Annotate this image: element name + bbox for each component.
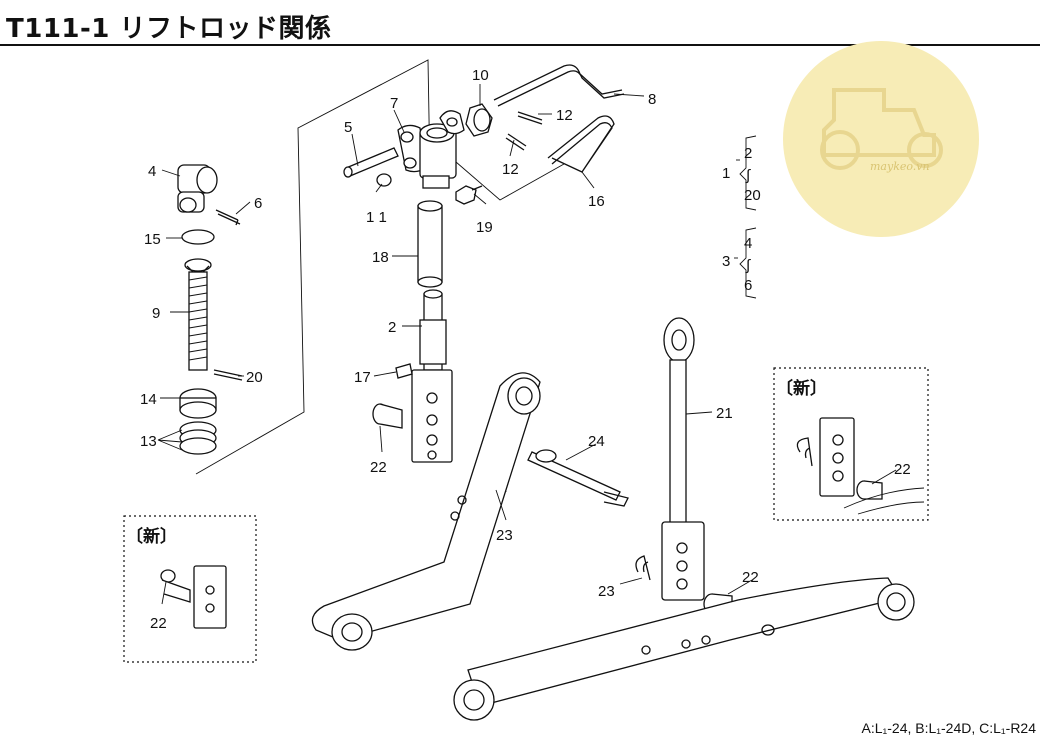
part-11-washer xyxy=(376,173,392,187)
part-5-shaft xyxy=(343,147,399,178)
part-23-clip-right xyxy=(635,555,651,581)
group-1-label: 1 xyxy=(722,165,730,182)
part-22-pin-upper xyxy=(372,403,403,429)
part-19-bolt xyxy=(455,185,483,205)
leader-lines xyxy=(157,84,897,605)
callout-12b: 12 xyxy=(502,161,519,178)
callout-6: 6 xyxy=(254,195,262,212)
part-17-nipple xyxy=(395,363,413,379)
part-12-pin-b xyxy=(505,133,527,151)
watermark-logo: maykeo.vn xyxy=(783,41,979,237)
part-24-stabilizer xyxy=(527,449,629,507)
lower-link-left xyxy=(311,372,541,651)
inset-left-parts xyxy=(160,565,227,629)
callout-4: 4 xyxy=(148,163,156,180)
callout-22c: 22 xyxy=(150,615,167,632)
callout-19: 19 xyxy=(476,219,493,236)
part-2-rod xyxy=(411,289,453,463)
part-12-pin-a xyxy=(517,111,543,125)
callout-12a: 12 xyxy=(556,107,573,124)
callout-8: 8 xyxy=(648,91,656,108)
group-1-to: 20 xyxy=(744,187,761,204)
page-title: T111-1 リフトロッド関係 xyxy=(6,14,332,44)
group-2-to: 6 xyxy=(744,277,752,294)
inset-right-label: 〔新〕 xyxy=(776,378,827,399)
part-20-pin xyxy=(213,369,243,381)
callout-20: 20 xyxy=(246,369,263,386)
callout-22a: 22 xyxy=(370,459,387,476)
callout-17: 17 xyxy=(354,369,371,386)
callout-22b: 22 xyxy=(742,569,759,586)
part-16-wire-handle xyxy=(547,115,615,173)
part-13-springs xyxy=(179,421,217,455)
callout-13: 13 xyxy=(140,433,157,450)
inset-new-right xyxy=(773,367,929,521)
callout-21: 21 xyxy=(716,405,733,422)
part-4-bracket xyxy=(177,164,218,213)
callout-18: 18 xyxy=(372,249,389,266)
assembly-outline xyxy=(195,59,431,475)
callout-7: 7 xyxy=(390,95,398,112)
group-1-tilde: ∫ xyxy=(745,167,752,184)
group-1-from: 2 xyxy=(744,145,752,162)
title-rule xyxy=(0,44,1040,46)
callout-11: 1 1 xyxy=(366,209,387,226)
callout-14: 14 xyxy=(140,391,157,408)
part-15-washer xyxy=(181,229,215,245)
lower-link-right xyxy=(453,577,915,721)
callout-24: 24 xyxy=(588,433,605,450)
group-2-from: 4 xyxy=(744,235,752,252)
part-9-threaded-rod xyxy=(184,258,212,371)
callout-9: 9 xyxy=(152,305,160,322)
callout-15: 15 xyxy=(144,231,161,248)
group-2-tilde: ∫ xyxy=(745,257,752,274)
part-10-gear xyxy=(465,103,493,137)
callout-5: 5 xyxy=(344,119,352,136)
callout-23b: 23 xyxy=(598,583,615,600)
group-2-label: 3 xyxy=(722,253,730,270)
model-footnote: A:L₁-24, B:L₁-24D, C:L₁-R24 xyxy=(861,720,1036,736)
part-21-lift-rod xyxy=(661,317,705,601)
callout-10: 10 xyxy=(472,67,489,84)
group-brace-1 xyxy=(739,135,757,211)
inset-new-left xyxy=(123,515,257,663)
callout-16: 16 xyxy=(588,193,605,210)
callout-22d: 22 xyxy=(894,461,911,478)
inset-right-parts xyxy=(796,417,925,515)
part-6-pin xyxy=(215,209,241,226)
part-18-sleeve xyxy=(417,200,443,288)
part-14-nut xyxy=(179,388,217,419)
callout-23a: 23 xyxy=(496,527,513,544)
watermark-text: maykeo.vn xyxy=(870,160,930,173)
group-brace-2 xyxy=(739,227,757,299)
part-7-yoke xyxy=(397,110,465,189)
part-8-handle xyxy=(493,64,625,107)
callout-2: 2 xyxy=(388,319,396,336)
inset-left-label: 〔新〕 xyxy=(126,526,177,547)
